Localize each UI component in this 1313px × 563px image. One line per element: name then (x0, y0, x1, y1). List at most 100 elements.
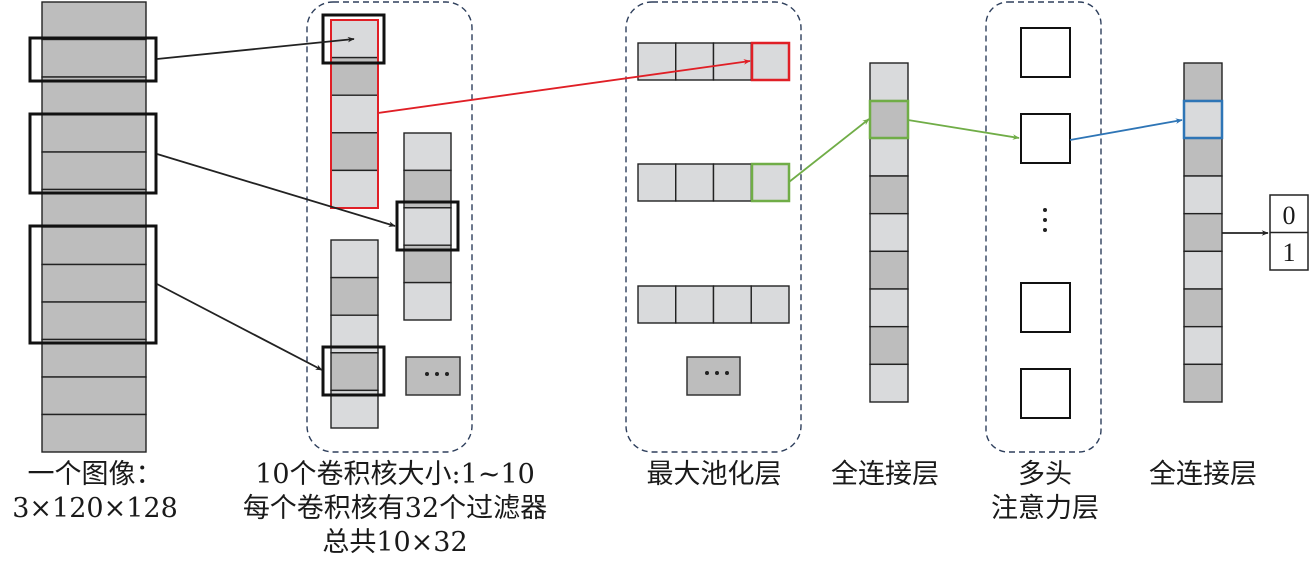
fc1-cell (869, 99, 909, 140)
conv-cell (330, 94, 379, 134)
attention-label-line1: 多头 (1018, 459, 1072, 490)
input-window-3 (28, 224, 158, 345)
input-cell (41, 38, 147, 78)
output-value-1: 1 (1283, 238, 1296, 267)
attention-ellipsis-dot (1043, 218, 1047, 222)
pool-container (625, 1, 802, 453)
pool-row-1 (637, 42, 790, 81)
conv-ellipsis-dot (425, 372, 429, 376)
conv-highlight-1 (321, 13, 386, 65)
fc2-cell (1183, 288, 1223, 328)
arrow-fc1-to-attention-green (907, 119, 1020, 140)
attention-head-3 (1020, 282, 1071, 333)
fc1-cell (869, 175, 909, 215)
attention-head-1 (1020, 27, 1071, 78)
conv-cell (330, 276, 379, 316)
input-label: 一个图像： 3×120×128 (0, 458, 190, 526)
fc2-cell (1183, 99, 1223, 140)
arrow-conv-to-pool-red (377, 59, 751, 114)
input-cell (41, 76, 147, 116)
conv-cell (403, 281, 452, 321)
pool-max-cell-green (750, 162, 791, 203)
conv-ellipsis-dot (445, 372, 449, 376)
fc1-column (869, 62, 909, 403)
output-value-0: 0 (1283, 201, 1296, 230)
input-cell (41, 226, 147, 266)
input-label-line2: 3×120×128 (12, 493, 178, 524)
input-cell (41, 376, 147, 416)
attention-head-2 (1020, 113, 1071, 164)
arrow-input-to-conv-1 (156, 36, 355, 60)
arrow-input-to-conv-2 (156, 153, 396, 227)
conv-label-line2: 每个卷积核有32个过滤器 (242, 493, 548, 524)
fc1-cell (869, 250, 909, 290)
fc1-highlight-green (868, 99, 910, 140)
input-cell (41, 1, 147, 41)
conv-label-line1: 10个卷积核大小:1~10 (255, 459, 535, 490)
conv-ellipsis-box (405, 356, 461, 396)
pool-label: 最大池化层 (646, 459, 782, 490)
fc2-cell (1183, 212, 1223, 253)
fc2-cell (1183, 250, 1223, 290)
conv-kernel-column-3 (330, 239, 379, 429)
input-cell (41, 301, 147, 341)
pool-cell (637, 163, 677, 202)
fc2-cell (1183, 175, 1223, 215)
pool-cell (750, 285, 790, 324)
attention-container (985, 1, 1102, 453)
fc2-highlight-blue (1182, 99, 1224, 140)
conv-column-1-red-outline (330, 19, 379, 209)
fc1-cell (869, 137, 909, 177)
conv-cell (330, 352, 379, 392)
pool-ellipsis-dot (705, 371, 709, 375)
arrow-attention-to-fc2-blue (1069, 118, 1183, 141)
input-image-column (41, 1, 147, 453)
input-cell (41, 413, 147, 453)
conv-cell (403, 132, 452, 172)
conv-cell (330, 132, 379, 172)
conv-kernel-column-2 (403, 132, 452, 321)
pool-row-3 (637, 285, 790, 324)
pool-max-cell-red (750, 41, 791, 82)
attention-label-line2: 注意力层 (991, 493, 1099, 524)
arrow-input-to-conv-3 (156, 283, 323, 371)
conv-kernel-column-1 (330, 19, 379, 209)
pool-row-2 (637, 163, 790, 202)
conv-cell (403, 207, 452, 246)
attention-head-4 (1020, 368, 1071, 419)
input-cell (41, 188, 147, 228)
conv-cell (330, 169, 379, 209)
fc2-label: 全连接层 (1149, 459, 1257, 490)
fc2-cell (1183, 62, 1223, 102)
conv-label: 10个卷积核大小:1~10 每个卷积核有32个过滤器 总共10×32 (210, 458, 580, 560)
fc2-column (1183, 62, 1223, 403)
input-cell (41, 113, 147, 153)
fc2-cell (1183, 137, 1223, 177)
fc1-cell (869, 325, 909, 366)
input-window-1 (28, 36, 158, 83)
input-cell (41, 151, 147, 191)
conv-cell (330, 389, 379, 429)
pool-ellipsis-box (686, 356, 741, 396)
conv-highlight-3 (321, 345, 386, 397)
pool-cell (750, 42, 790, 81)
conv-cell (330, 19, 379, 59)
input-cell (41, 338, 147, 378)
conv-cell (330, 239, 379, 279)
fc2-cell (1183, 325, 1223, 366)
pool-cell (712, 163, 752, 202)
conv-highlight-2 (395, 200, 460, 252)
fc1-label: 全连接层 (831, 459, 939, 490)
input-label-line1: 一个图像： (27, 459, 163, 490)
pool-ellipsis-dot (715, 371, 719, 375)
fc1-cell (869, 288, 909, 328)
input-window-2 (28, 112, 158, 195)
conv-container (306, 1, 473, 453)
attention-ellipsis-dot (1043, 208, 1047, 212)
conv-ellipsis-dot (435, 372, 439, 376)
attention-ellipsis-dot (1043, 228, 1047, 232)
pool-cell (675, 285, 715, 324)
attention-label: 多头 注意力层 (965, 458, 1125, 526)
pool-cell (750, 163, 790, 202)
